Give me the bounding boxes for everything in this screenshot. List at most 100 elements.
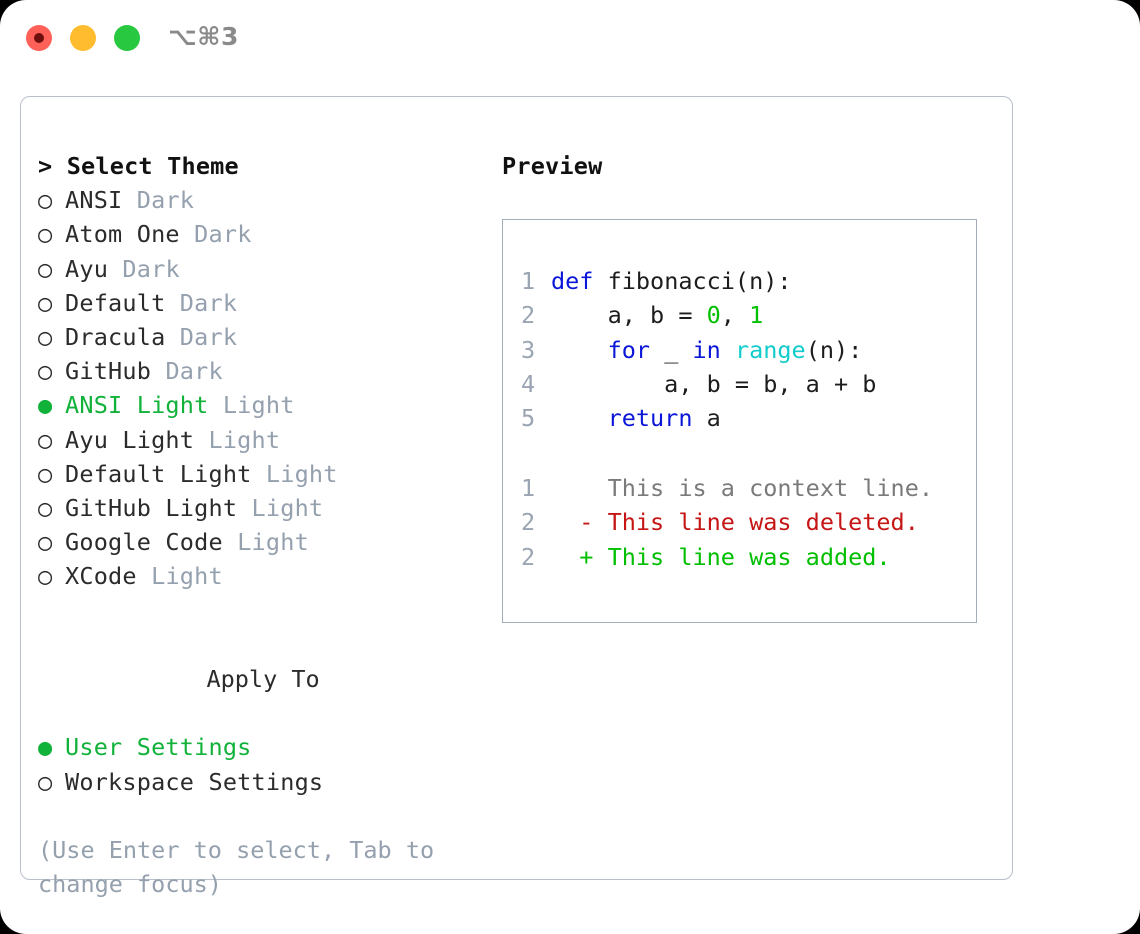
apply-to-option-user-settings[interactable]: ● User Settings [38, 730, 498, 764]
code-token: range [734, 335, 806, 364]
diff-line: 2 - This line was deleted. [521, 505, 976, 539]
theme-item-xcode[interactable]: ○XCode Light [38, 559, 498, 593]
radio-unselected-icon: ○ [38, 357, 53, 386]
title-bar: ⌥⌘3 [0, 0, 1140, 78]
theme-item-kind: Dark [151, 357, 223, 386]
diff-line: 1 This is a context line. [521, 471, 976, 505]
theme-selector-panel: > Select Theme ○ANSI Dark○Atom One Dark○… [20, 96, 1013, 898]
theme-item-kind: Dark [122, 186, 195, 215]
code-token [721, 336, 735, 364]
theme-item-default[interactable]: ○ Default Dark [38, 286, 498, 320]
apply-to-option-workspace-settings[interactable]: ○ Workspace Settings [38, 765, 498, 799]
apply-to-header: Apply To [206, 665, 320, 694]
theme-item-default-light[interactable]: ○ Default Light Light [38, 457, 498, 491]
code-line: 5 return a [521, 401, 976, 435]
theme-item-kind: Dark [179, 220, 252, 249]
code-sample: 1 def fibonacci(n): 2 a, b = 0, 1 3 for _ i… [521, 264, 976, 435]
theme-item-kind: Light [194, 425, 281, 454]
theme-list-column: > Select Theme ○ANSI Dark○Atom One Dark○… [38, 149, 498, 901]
theme-item-kind: Dark [108, 254, 180, 283]
theme-item-name: GitHub [65, 357, 152, 386]
theme-item-ayu-light[interactable]: ○ Ayu Light Light [38, 423, 498, 457]
diff-line-number: 1 [521, 474, 536, 503]
diff-line: 2 + This line was added. [521, 540, 976, 574]
maximize-button-icon[interactable] [114, 25, 140, 51]
theme-item-ayu[interactable]: ○Ayu Dark [38, 252, 498, 286]
diff-line-text: + This line was added. [551, 542, 891, 571]
theme-item-kind: Light [237, 494, 324, 523]
code-token: (n): [805, 335, 863, 364]
radio-selected-icon: ● [38, 733, 53, 762]
theme-item-name: Ayu [65, 254, 109, 283]
apply-to-option-label: Workspace Settings [65, 767, 324, 796]
code-token: , [720, 301, 750, 330]
code-token: in [692, 335, 721, 364]
theme-item-dracula[interactable]: ○ Dracula Dark [38, 320, 498, 354]
theme-item-name: ANSI [65, 186, 123, 215]
theme-item-name: Default Light [65, 459, 252, 488]
theme-item-github[interactable]: ○ GitHub Dark [38, 354, 498, 388]
preview-title: Preview [502, 152, 603, 180]
close-button-icon[interactable] [26, 25, 52, 51]
radio-unselected-icon: ○ [38, 528, 53, 557]
code-line-number: 4 [521, 369, 536, 398]
theme-item-name: GitHub Light [65, 494, 238, 523]
theme-item-kind: Dark [165, 288, 238, 317]
minimize-button-icon[interactable] [70, 25, 96, 51]
theme-item-ansi-light[interactable]: ● ANSI Light Light [38, 388, 498, 422]
code-line: 1 def fibonacci(n): [521, 264, 976, 298]
radio-unselected-icon: ○ [38, 425, 53, 454]
apply-to-option-label: User Settings [65, 733, 252, 762]
theme-item-name: Ayu Light [65, 425, 195, 454]
theme-item-name: Default [65, 288, 166, 317]
diff-line-text: This is a context line. [551, 474, 934, 503]
theme-item-name: Dracula [65, 323, 166, 352]
code-token: a, b = b, a + b [551, 369, 877, 398]
theme-item-name: Google Code [65, 528, 223, 557]
radio-unselected-icon: ○ [38, 186, 53, 215]
theme-item-github-light[interactable]: ○ GitHub Light Light [38, 491, 498, 525]
code-line-number: 5 [521, 404, 536, 433]
diff-line-number: 2 [521, 542, 536, 571]
code-line-number: 2 [521, 301, 536, 330]
code-line-number: 3 [521, 335, 536, 364]
code-line: 4 a, b = b, a + b [521, 367, 976, 401]
code-token: a [692, 404, 721, 433]
diff-sample: 1 This is a context line.2 - This line w… [521, 471, 976, 574]
radio-unselected-icon: ○ [38, 562, 53, 591]
apply-to-list: ● User Settings ○ Workspace Settings [38, 730, 498, 798]
list-spacer [38, 594, 498, 628]
diff-line-number: 2 [521, 508, 536, 537]
radio-unselected-icon: ○ [38, 288, 53, 317]
radio-unselected-icon: ○ [38, 494, 53, 523]
radio-unselected-icon: ○ [38, 459, 53, 488]
radio-unselected-icon: ○ [38, 220, 53, 249]
theme-item-kind: Light [251, 459, 338, 488]
code-token: 1 [749, 301, 764, 330]
keyboard-shortcut-label: ⌥⌘3 [168, 22, 239, 51]
code-token: a, b = [551, 301, 707, 330]
keyboard-hint-text: (Use Enter to select, Tab to change focu… [38, 835, 435, 899]
code-token: for [607, 335, 651, 364]
code-token: def [551, 267, 594, 296]
radio-unselected-icon: ○ [38, 767, 53, 796]
code-token [551, 404, 608, 432]
theme-item-kind: Light [208, 391, 295, 420]
code-diff-gap [521, 435, 976, 471]
theme-item-kind: Light [222, 528, 309, 557]
diff-line-text: - This line was deleted. [551, 508, 919, 537]
theme-item-atom-one[interactable]: ○ Atom One Dark [38, 217, 498, 251]
traffic-lights [26, 25, 140, 51]
theme-item-google-code[interactable]: ○ Google Code Light [38, 525, 498, 559]
theme-item-name: Atom One [65, 220, 180, 249]
theme-item-kind: Dark [165, 323, 238, 352]
radio-selected-icon: ● [38, 391, 53, 420]
code-line-number: 1 [521, 267, 536, 296]
theme-item-name: ANSI Light [65, 391, 209, 420]
code-token: 0 [706, 301, 721, 330]
code-token: _ [650, 335, 693, 364]
theme-item-ansi[interactable]: ○ ANSI Dark [38, 183, 498, 217]
code-token: fibonacci(n): [593, 267, 792, 296]
radio-unselected-icon: ○ [38, 323, 53, 352]
